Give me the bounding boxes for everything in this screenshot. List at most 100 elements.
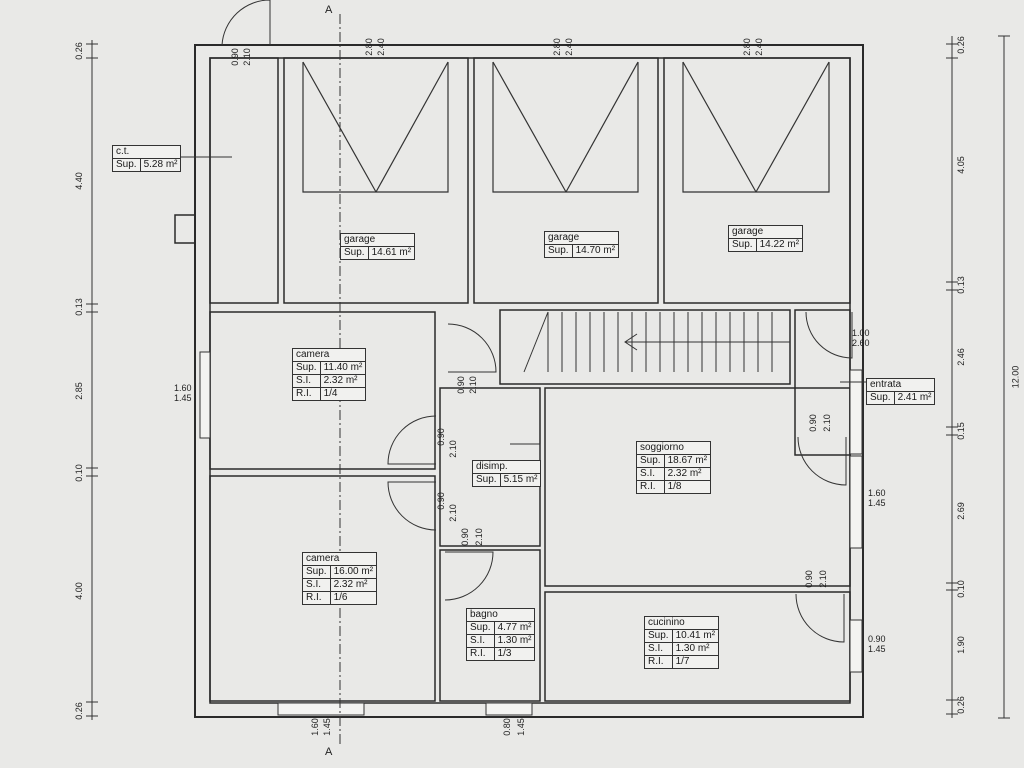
ri-value: 1/4 <box>319 387 367 401</box>
left-dim-5: 0.10 <box>73 464 84 482</box>
sup-label: Sup. <box>472 473 501 487</box>
ri-value: 1/8 <box>663 480 712 494</box>
sup-value: 4.77 m² <box>493 621 536 635</box>
garage1-door-diag <box>375 61 449 193</box>
dimension-lines <box>86 35 1010 720</box>
soggiorno-window-dim-h: 1.45 <box>868 498 886 508</box>
entrance-door-dim: 1.00 2.60 <box>852 328 870 348</box>
room-bagno: bagno Sup.4.77 m² S.I.1.30 m² R.I.1/3 <box>465 608 536 661</box>
garage2-door-diag <box>565 61 639 193</box>
soggiorno-window-dim-w: 1.60 <box>868 488 886 498</box>
left-dim-6: 4.00 <box>73 582 84 600</box>
room-garage-1: garage Sup.14.61 m² <box>339 233 416 260</box>
ri-label: R.I. <box>644 655 673 669</box>
left-dim-3: 0.13 <box>73 298 84 316</box>
room-name: garage <box>339 233 416 247</box>
room-name: garage <box>543 231 620 245</box>
room-name: c.t. <box>111 145 182 159</box>
total-dim: 12.00 <box>1010 365 1021 389</box>
windows <box>199 351 863 716</box>
stair-arrow-head <box>624 333 638 351</box>
bagno-door-swing <box>444 551 494 601</box>
bagno-window-dim-w: 0.80 <box>501 718 512 736</box>
cucinino-door-dim-w: 0.90 <box>803 570 814 588</box>
sup-label: Sup. <box>544 244 573 258</box>
room-name: disimp. <box>471 460 542 474</box>
cucinino-door-swing <box>795 593 845 643</box>
corridor-door-dim-h: 2.10 <box>467 376 478 394</box>
right-dim-5: 0.15 <box>955 422 966 440</box>
sup-value: 5.28 m² <box>139 158 182 172</box>
right-dim-9: 0.26 <box>955 696 966 714</box>
right-dim-7: 0.10 <box>955 580 966 598</box>
ri-value: 1/7 <box>671 655 720 669</box>
ct-door-dim-h: 2.10 <box>241 48 252 66</box>
ct-door-dim-w: 0.90 <box>229 48 240 66</box>
garage2-door-mark <box>492 62 639 193</box>
bagno-window <box>485 702 533 716</box>
bagno-outline <box>439 549 541 702</box>
camera1-door-dim-h: 2.10 <box>447 440 458 458</box>
bagno-door-dim-w: 0.90 <box>459 528 470 546</box>
ct-door-swing <box>221 0 271 46</box>
room-name: camera <box>291 348 367 362</box>
camera2-window-dim-w: 1.60 <box>309 718 320 736</box>
corridor-door-swing <box>447 323 497 373</box>
garage1-outline <box>283 57 469 304</box>
garage1-door-dim-h: 2.40 <box>375 38 386 56</box>
room-camera-2: camera Sup.16.00 m² S.I.2.32 m² R.I.1/6 <box>301 552 378 605</box>
si-value: 1.30 m² <box>671 642 720 656</box>
entrance-door-dim-h: 2.60 <box>852 338 870 348</box>
entrance-door-dim-w: 1.00 <box>852 328 870 338</box>
ct-room-outline <box>209 57 279 304</box>
room-name: bagno <box>465 608 536 622</box>
right-dim-2: 4.05 <box>955 156 966 174</box>
garage3-door-dim-w: 2.80 <box>741 38 752 56</box>
si-label: S.I. <box>644 642 673 656</box>
sup-label: Sup. <box>866 391 895 405</box>
garage2-door-dim-h: 2.40 <box>563 38 574 56</box>
sup-label: Sup. <box>636 454 665 468</box>
ri-label: R.I. <box>466 647 495 661</box>
sup-label: Sup. <box>466 621 495 635</box>
si-label: S.I. <box>636 467 665 481</box>
door-swings <box>221 0 853 643</box>
si-label: S.I. <box>302 578 331 592</box>
sup-value: 14.22 m² <box>755 238 804 252</box>
staircase <box>523 311 790 373</box>
camera2-window <box>277 702 365 716</box>
soggiorno-window <box>849 455 863 549</box>
garage2-door-dim-w: 2.80 <box>551 38 562 56</box>
si-label: S.I. <box>466 634 495 648</box>
room-ct: c.t. Sup.5.28 m² <box>111 145 182 172</box>
camera2-door-swing <box>387 481 437 531</box>
sup-value: 14.61 m² <box>367 246 416 260</box>
right-dim-6: 2.69 <box>955 502 966 520</box>
si-value: 2.32 m² <box>663 467 712 481</box>
si-value: 1.30 m² <box>493 634 536 648</box>
room-disimp: disimp. Sup.5.15 m² <box>471 460 542 487</box>
left-dim-1: 0.26 <box>73 42 84 60</box>
soggiorno-door-swing <box>797 436 847 486</box>
si-label: S.I. <box>292 374 321 388</box>
sup-value: 2.41 m² <box>893 391 936 405</box>
room-entrata: entrata Sup.2.41 m² <box>865 378 936 405</box>
bagno-door-dim-h: 2.10 <box>473 528 484 546</box>
garage1-door-dim-w: 2.80 <box>363 38 374 56</box>
sup-value: 18.67 m² <box>663 454 712 468</box>
cucinino-window-dim: 0.90 1.45 <box>868 634 886 654</box>
room-soggiorno: soggiorno Sup.18.67 m² S.I.2.32 m² R.I.1… <box>635 441 712 494</box>
right-dim-4: 2.46 <box>955 348 966 366</box>
section-marker-top: A <box>325 4 333 16</box>
sup-label: Sup. <box>340 246 369 260</box>
outer-wall <box>194 44 864 718</box>
garage3-door-dim-h: 2.40 <box>753 38 764 56</box>
entrance-opening <box>849 369 863 455</box>
camera2-window-dim-h: 1.45 <box>321 718 332 736</box>
ri-label: R.I. <box>636 480 665 494</box>
garage2-door-diag <box>492 61 567 193</box>
chimney <box>174 214 196 244</box>
camera2-door-dim-w: 0.90 <box>435 492 446 510</box>
room-name: cucinino <box>643 616 720 630</box>
garage3-door-diag <box>755 61 830 193</box>
